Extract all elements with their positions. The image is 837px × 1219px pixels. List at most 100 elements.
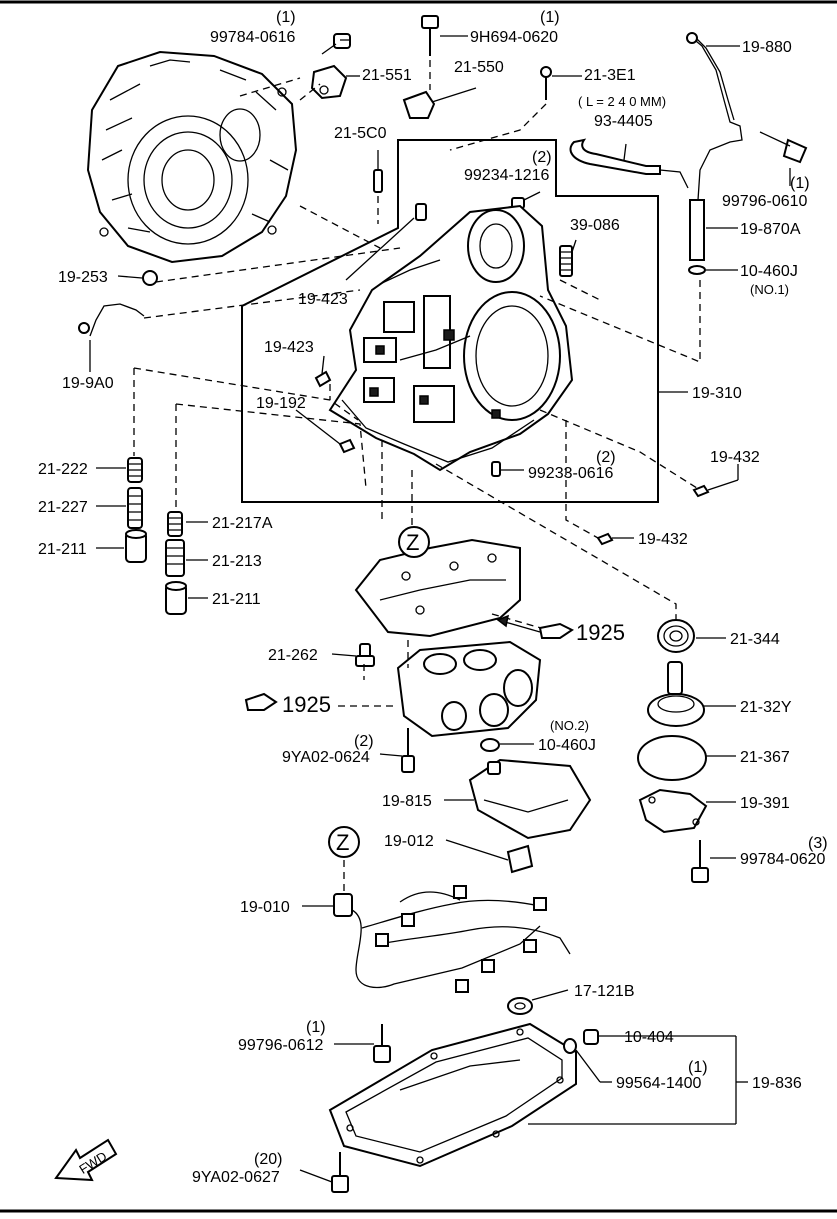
spring-21-227 — [127, 487, 143, 529]
plunger-21-211-a — [125, 529, 147, 563]
bolt-9h694-0620 — [421, 15, 439, 56]
label-19-253: 19-253 — [58, 269, 108, 286]
spring-21-222 — [127, 457, 143, 483]
bolt-99784-0620 — [691, 840, 709, 883]
qty-99564-1400: (1) — [688, 1059, 708, 1076]
note-10-460j-bot: (NO.2) — [550, 718, 589, 733]
bolt-99796-0610 — [759, 131, 808, 164]
label-19-423-a: 19-423 — [298, 291, 348, 308]
washer-99564-1400 — [563, 1038, 577, 1054]
sensor-19-9a0 — [78, 303, 145, 337]
label-21-262: 21-262 — [268, 647, 318, 664]
label-21-213: 21-213 — [212, 553, 262, 570]
oring-10-460j — [480, 738, 500, 752]
pin-21-5c0 — [373, 169, 383, 193]
qty-99233-0616: (2) — [596, 449, 616, 466]
plug-19-192 — [338, 438, 356, 454]
pins-99233-0616 — [491, 461, 501, 477]
label-93-4405: 93-4405 — [594, 113, 653, 130]
label-19-010: 19-010 — [240, 899, 290, 916]
label-21-344: 21-344 — [730, 631, 780, 648]
oil-pan-19-836 — [328, 1022, 577, 1168]
qty-9ya02-0627: (20) — [254, 1151, 282, 1168]
label-21-3e1: 21-3E1 — [584, 67, 636, 84]
drain-plug-10-404 — [583, 1029, 599, 1045]
fwd-arrow — [54, 1138, 118, 1182]
dipstick-19-880 — [686, 32, 743, 201]
qty-9ya02-0624: (2) — [354, 733, 374, 750]
plug-19-253 — [142, 270, 158, 286]
bolt-99784-0616 — [321, 33, 351, 55]
qty-99784-0616: (1) — [276, 9, 296, 26]
label-99784-0620: 99784-0620 — [740, 851, 826, 868]
label-1925-b: 1925 — [282, 692, 331, 717]
hose-93-4405 — [569, 138, 689, 189]
label-19-815: 19-815 — [382, 793, 432, 810]
label-19-870a: 19-870A — [740, 221, 801, 238]
plug-19-423-lower — [314, 370, 332, 388]
spring-21-344 — [657, 619, 695, 653]
label-19-432-a: 19-432 — [710, 449, 760, 466]
label-21-367: 21-367 — [740, 749, 790, 766]
z-marker-top-label: Z — [406, 530, 419, 555]
switch-19-012 — [506, 844, 534, 874]
label-99564-1400: 99564-1400 — [616, 1075, 702, 1092]
label-21-551: 21-551 — [362, 67, 412, 84]
qty-9h694-0620: (1) — [540, 9, 560, 26]
qty-99234-1216: (2) — [532, 149, 552, 166]
label-21-211-a: 21-211 — [38, 541, 87, 558]
sensor-21-551 — [310, 64, 348, 100]
label-99233-0616: 99233-0616 — [528, 465, 614, 482]
plunger-21-211-b — [165, 581, 187, 615]
qty-99796-0610: (1) — [790, 175, 810, 192]
spring-39-086 — [559, 245, 573, 277]
label-9ya02-0624: 9YA02-0624 — [282, 749, 370, 766]
z-marker-bottom-label: Z — [336, 830, 349, 855]
tube-19-870a — [688, 199, 706, 275]
transaxle-case — [86, 50, 298, 264]
label-10-460j-top: 10-460J — [740, 263, 798, 280]
label-19-880: 19-880 — [742, 39, 792, 56]
label-21-222: 21-222 — [38, 461, 88, 478]
cover-19-391 — [638, 788, 708, 834]
label-19-391: 19-391 — [740, 795, 790, 812]
oil-strainer-19-815 — [468, 758, 592, 840]
arrow-1925-a — [496, 614, 574, 639]
dashed-guides — [133, 60, 701, 892]
frame-19-310 — [241, 139, 659, 503]
label-99784-0616: 99784-0616 — [210, 29, 296, 46]
seal-19-432-b — [596, 532, 614, 546]
spring-21-213 — [165, 539, 185, 577]
note-10-460j-top: (NO.1) — [750, 282, 789, 297]
valve-body-assembly — [328, 204, 574, 472]
label-99796-0610: 99796-0610 — [722, 193, 808, 210]
label-17-121b: 17-121B — [574, 983, 635, 1000]
label-9ya02-0627: 9YA02-0627 — [192, 1169, 280, 1186]
qty-99784-0620: (3) — [808, 835, 828, 852]
label-19-423-b: 19-423 — [264, 339, 314, 356]
label-99796-0612: 99796-0612 — [238, 1037, 324, 1054]
bolt-9ya02-0627 — [331, 1152, 349, 1193]
plug-19-423-upper — [415, 203, 427, 221]
label-19-9a0: 19-9A0 — [62, 375, 114, 392]
leader-lines — [89, 35, 791, 1183]
bolt-21-3e1 — [540, 66, 552, 100]
label-10-404: 10-404 — [624, 1029, 674, 1046]
bolt-9ya02-0624 — [401, 728, 415, 773]
spring-21-217a — [167, 511, 183, 537]
note-93-4405: ( L = 2 4 0 MM) — [578, 94, 666, 109]
separator-plate — [354, 538, 521, 638]
label-1925-a: 1925 — [576, 620, 625, 645]
z-marker-bottom — [328, 826, 360, 858]
label-21-217a: 21-217A — [212, 515, 273, 532]
z-marker-top — [398, 526, 430, 558]
label-21-227: 21-227 — [38, 499, 88, 516]
callout-labels: (1) 99784-0616 (1) 9H694-0620 21-551 21-… — [38, 9, 828, 1186]
label-19-192: 19-192 — [256, 395, 306, 412]
oring-21-367 — [637, 735, 707, 781]
label-19-432-b: 19-432 — [638, 531, 688, 548]
label-21-32y: 21-32Y — [740, 699, 792, 716]
label-39-086: 39-086 — [570, 217, 620, 234]
